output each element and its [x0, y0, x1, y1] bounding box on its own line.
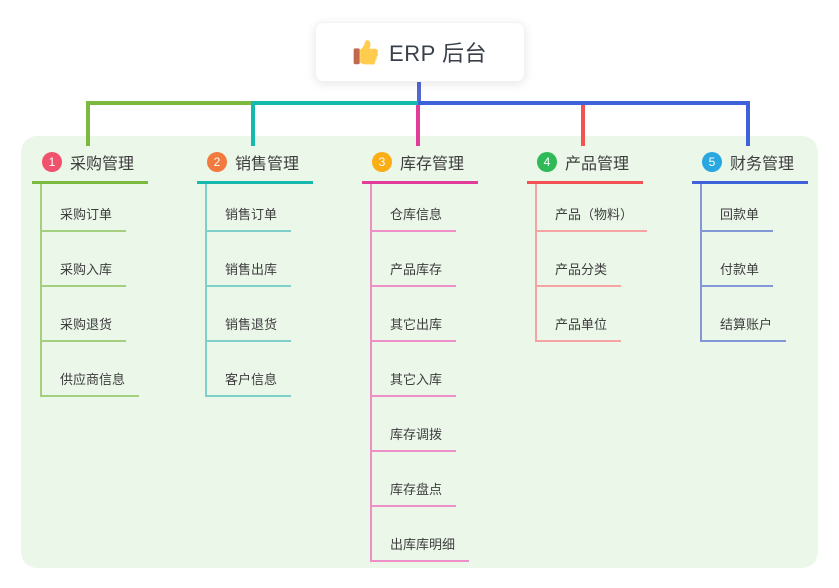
- node-label: 销售退货: [207, 314, 292, 342]
- branch-children-finance: 回款单 付款单 结算账户: [700, 184, 808, 342]
- node-label: 采购入库: [42, 259, 127, 287]
- node-label: 产品单位: [537, 314, 622, 342]
- node-product-unit[interactable]: 产品单位: [537, 287, 647, 342]
- branch-label: 财务管理: [730, 156, 795, 173]
- node-warehouse-info[interactable]: 仓库信息: [372, 184, 478, 232]
- root-node-erp[interactable]: ERP 后台: [315, 22, 525, 82]
- branch-node-finance[interactable]: 5 财务管理: [692, 150, 809, 184]
- branch-children-purchase: 采购订单 采购入库 采购退货 供应商信息: [40, 184, 148, 397]
- node-label: 采购订单: [42, 204, 127, 232]
- thumbs-up-icon: [353, 40, 379, 65]
- branch-label: 库存管理: [400, 156, 465, 173]
- node-label: 库存盘点: [372, 479, 457, 507]
- node-customer-info[interactable]: 客户信息: [207, 342, 313, 397]
- branch-product: 4 产品管理 产品（物料） 产品分类 产品单位: [527, 150, 648, 342]
- branch-purchase: 1 采购管理 采购订单 采购入库 采购退货 供应商信息: [32, 150, 149, 397]
- node-product-stock[interactable]: 产品库存: [372, 232, 478, 287]
- node-label: 采购退货: [42, 314, 127, 342]
- branch-children-sales: 销售订单 销售出库 销售退货 客户信息: [205, 184, 313, 397]
- node-sales-outbound[interactable]: 销售出库: [207, 232, 313, 287]
- connector-drop-purchase: [86, 101, 90, 146]
- node-product-category[interactable]: 产品分类: [537, 232, 647, 287]
- node-purchase-inbound[interactable]: 采购入库: [42, 232, 148, 287]
- badge-1: 1: [42, 152, 62, 172]
- node-sales-return[interactable]: 销售退货: [207, 287, 313, 342]
- connector-drop-inventory: [416, 105, 420, 146]
- node-label: 销售出库: [207, 259, 292, 287]
- node-other-outbound[interactable]: 其它出库: [372, 287, 478, 342]
- node-other-inbound[interactable]: 其它入库: [372, 342, 478, 397]
- node-label: 出库库明细: [372, 534, 470, 562]
- node-payment-order[interactable]: 付款单: [702, 232, 808, 287]
- node-label: 其它出库: [372, 314, 457, 342]
- node-label: 仓库信息: [372, 204, 457, 232]
- node-label: 回款单: [702, 204, 774, 232]
- node-purchase-return[interactable]: 采购退货: [42, 287, 148, 342]
- connector-root-stem: [417, 82, 421, 103]
- branch-label: 产品管理: [565, 156, 630, 173]
- node-stock-count[interactable]: 库存盘点: [372, 452, 478, 507]
- node-supplier-info[interactable]: 供应商信息: [42, 342, 148, 397]
- branches-panel: [21, 136, 818, 568]
- connector-rail-purchase: [86, 101, 255, 105]
- node-label: 供应商信息: [42, 369, 140, 397]
- branch-node-product[interactable]: 4 产品管理: [527, 150, 644, 184]
- node-product-material[interactable]: 产品（物料）: [537, 184, 648, 232]
- badge-2: 2: [207, 152, 227, 172]
- node-sales-order[interactable]: 销售订单: [207, 184, 313, 232]
- node-purchase-order[interactable]: 采购订单: [42, 184, 148, 232]
- connector-rail-sales: [251, 101, 420, 105]
- branch-label: 采购管理: [70, 156, 135, 173]
- badge-3: 3: [372, 152, 392, 172]
- node-inout-detail[interactable]: 出库库明细: [372, 507, 478, 562]
- branch-sales: 2 销售管理 销售订单 销售出库 销售退货 客户信息: [197, 150, 314, 397]
- node-settlement-account[interactable]: 结算账户: [702, 287, 808, 342]
- node-label: 产品分类: [537, 259, 622, 287]
- badge-5: 5: [702, 152, 722, 172]
- branch-node-sales[interactable]: 2 销售管理: [197, 150, 314, 184]
- connector-drop-sales: [251, 101, 255, 146]
- branch-children-inventory: 仓库信息 产品库存 其它出库 其它入库 库存调拨 库存盘点 出库库明细: [370, 184, 478, 562]
- node-label: 结算账户: [702, 314, 787, 342]
- branch-node-purchase[interactable]: 1 采购管理: [32, 150, 149, 184]
- connector-drop-finance: [746, 101, 750, 146]
- node-label: 销售订单: [207, 204, 292, 232]
- branch-finance: 5 财务管理 回款单 付款单 结算账户: [692, 150, 809, 342]
- node-label: 产品（物料）: [537, 204, 648, 232]
- connector-rail-finance: [418, 101, 750, 105]
- branch-label: 销售管理: [235, 156, 300, 173]
- node-label: 付款单: [702, 259, 774, 287]
- node-label: 其它入库: [372, 369, 457, 397]
- node-stock-transfer[interactable]: 库存调拨: [372, 397, 478, 452]
- root-node-label: ERP 后台: [389, 41, 487, 66]
- badge-4: 4: [537, 152, 557, 172]
- node-label: 库存调拨: [372, 424, 457, 452]
- node-label: 产品库存: [372, 259, 457, 287]
- node-collection-order[interactable]: 回款单: [702, 184, 808, 232]
- node-label: 客户信息: [207, 369, 292, 397]
- branch-inventory: 3 库存管理 仓库信息 产品库存 其它出库 其它入库 库存调拨 库存盘点 出库库…: [362, 150, 479, 562]
- connector-drop-product: [581, 105, 585, 146]
- branch-children-product: 产品（物料） 产品分类 产品单位: [535, 184, 648, 342]
- branch-node-inventory[interactable]: 3 库存管理: [362, 150, 479, 184]
